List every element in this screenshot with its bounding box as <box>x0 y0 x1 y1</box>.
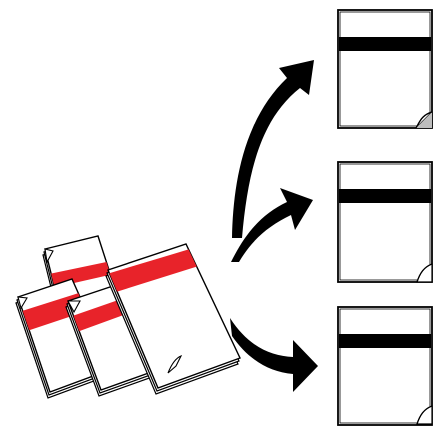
output-page-middle <box>338 162 432 282</box>
arrow-to-bottom-page <box>230 318 318 392</box>
black-band <box>339 189 431 203</box>
output-pages <box>338 10 432 425</box>
output-page-bottom <box>338 307 432 425</box>
split-arrows <box>230 60 318 392</box>
black-band <box>339 37 431 51</box>
output-page-top <box>338 10 432 128</box>
black-band <box>339 334 431 348</box>
input-pile <box>0 234 240 398</box>
